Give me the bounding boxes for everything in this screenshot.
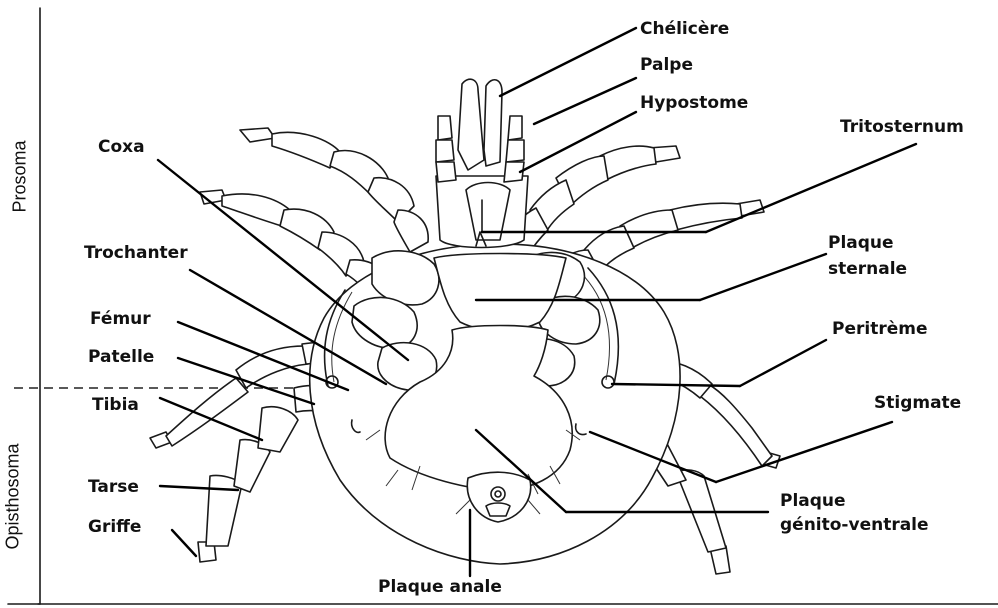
leader-palpe <box>534 78 636 124</box>
label-plaque-sternale-line1: Plaque <box>828 234 894 254</box>
label-hypostome: Hypostome <box>640 94 748 114</box>
leader-peritreme-a <box>740 340 826 386</box>
label-plaque-anale: Plaque anale <box>378 578 502 598</box>
chelicera-right <box>484 80 502 166</box>
label-griffe: Griffe <box>88 518 141 538</box>
label-tritosternum: Tritosternum <box>840 118 964 138</box>
label-stigmate: Stigmate <box>874 394 961 414</box>
label-palpe: Palpe <box>640 56 693 76</box>
label-chelicere: Chélicère <box>640 20 729 40</box>
chelicera-left <box>458 79 484 170</box>
leader-chelicere <box>500 28 636 96</box>
label-femur: Fémur <box>90 310 151 330</box>
label-trochanter: Trochanter <box>84 244 188 264</box>
leader-plaque-sternale-a <box>700 254 826 300</box>
label-plaque-gv-line2: génito-ventrale <box>780 516 929 536</box>
section-label-opisthosoma: Opisthosoma <box>3 443 24 549</box>
section-label-prosoma: Prosoma <box>10 140 31 212</box>
label-plaque-sternale-line2: sternale <box>828 260 907 280</box>
leader-tritosternum-a <box>706 144 916 232</box>
label-tibia: Tibia <box>92 396 139 416</box>
label-plaque-gv-line1: Plaque <box>780 492 846 512</box>
label-coxa: Coxa <box>98 138 145 158</box>
label-tarse: Tarse <box>88 478 139 498</box>
label-patelle: Patelle <box>88 348 154 368</box>
palp-left <box>436 116 456 182</box>
label-peritreme: Peritrème <box>832 320 927 340</box>
leader-griffe <box>172 530 196 556</box>
